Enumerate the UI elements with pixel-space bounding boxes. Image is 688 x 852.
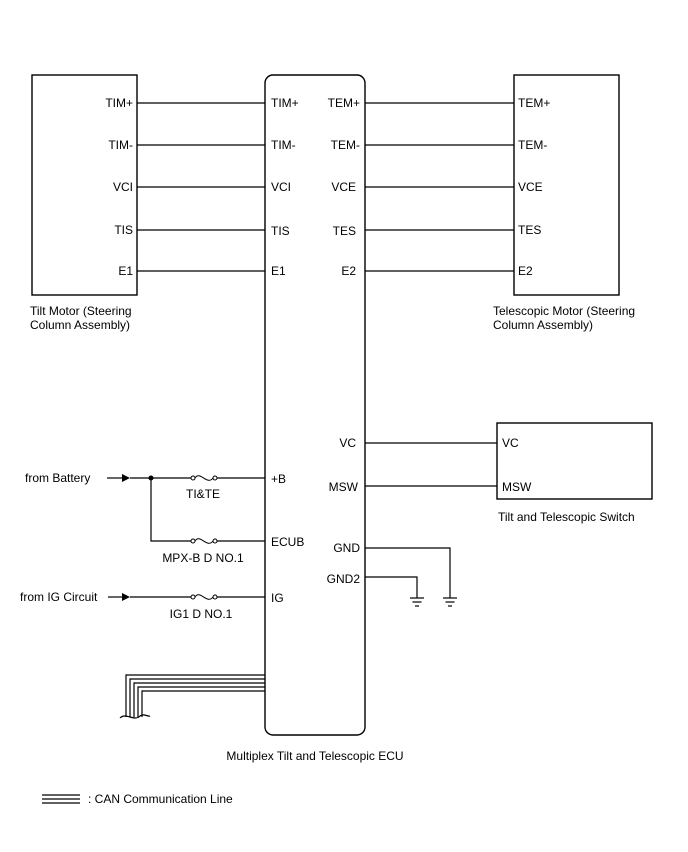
can-legend-symbol: [42, 794, 80, 804]
fuse-symbol: [190, 594, 218, 600]
ecu-pin-label: VCI: [271, 180, 291, 194]
tilt-pin-label: TIM-: [108, 138, 133, 152]
ecu-pin-label: MSW: [329, 480, 359, 494]
ecu-pin-label: TIM+: [271, 96, 299, 110]
ecu-box: [264, 74, 366, 736]
ecu-pin-label: GND2: [327, 572, 361, 586]
ground-symbol: [443, 597, 457, 607]
ecu-pin-label: TEM+: [328, 96, 360, 110]
battery-source-label: from Battery: [25, 471, 90, 485]
telescopic-motor-box: [513, 74, 620, 296]
telescopic-pin-label: TEM+: [518, 96, 550, 110]
telescopic-pin-label: TEM-: [518, 138, 547, 152]
fuse-label: IG1 D NO.1: [170, 607, 233, 621]
ecu-pin-label: E2: [341, 264, 356, 278]
ecu-pin-label: E1: [271, 264, 286, 278]
ecu-pin-label: VCE: [331, 180, 356, 194]
ecu-pin-label: TES: [333, 224, 356, 238]
ecu-pin-label: IG: [271, 591, 284, 605]
ecu-pin-label: GND: [333, 541, 360, 555]
tilt-motor-box: [31, 74, 138, 296]
ecu-pin-label: ECUB: [271, 535, 304, 549]
telescopic-pin-label: VCE: [518, 180, 543, 194]
wire-gnd: [365, 547, 451, 598]
ig-source-label: from IG Circuit: [20, 590, 98, 604]
tilt-pin-label: E1: [118, 264, 133, 278]
tilt-motor-title-line2: Column Assembly): [30, 318, 130, 332]
tilt-pin-label: VCI: [113, 180, 133, 194]
telescopic-motor-title: Telescopic Motor (Steering: [493, 304, 635, 318]
can-bus-lines: [119, 674, 265, 719]
ecu-pin-label: +B: [271, 472, 286, 486]
switch-box: [496, 422, 653, 500]
switch-pin-label: VC: [502, 436, 519, 450]
telescopic-pin-label: TES: [518, 223, 541, 237]
ecu-pin-label: TEM-: [331, 138, 360, 152]
telescopic-pin-label: E2: [518, 264, 533, 278]
tilt-pin-label: TIS: [114, 223, 133, 237]
ecu-pin-label: TIM-: [271, 138, 296, 152]
switch-pin-label: MSW: [502, 480, 532, 494]
wire-gnd2: [365, 576, 418, 598]
arrow-icon: [122, 474, 130, 482]
fuse-label: MPX-B D NO.1: [162, 551, 244, 565]
ecu-pin-label: VC: [339, 436, 356, 450]
ground-symbol: [410, 597, 424, 607]
switch-title: Tilt and Telescopic Switch: [498, 510, 635, 524]
tilt-motor-title: Tilt Motor (Steering: [30, 304, 132, 318]
tilt-pin-label: TIM+: [105, 96, 133, 110]
ecu-pin-label: TIS: [271, 224, 290, 238]
fuse-symbol: [190, 475, 218, 481]
wire-ecub-branch: [150, 478, 191, 542]
arrow-icon: [122, 593, 130, 601]
legend-can-label: : CAN Communication Line: [88, 792, 233, 806]
telescopic-motor-title-line2: Column Assembly): [493, 318, 593, 332]
fuse-symbol: [190, 538, 218, 544]
fuse-label: TI&TE: [186, 487, 220, 501]
ecu-title: Multiplex Tilt and Telescopic ECU: [226, 749, 403, 763]
